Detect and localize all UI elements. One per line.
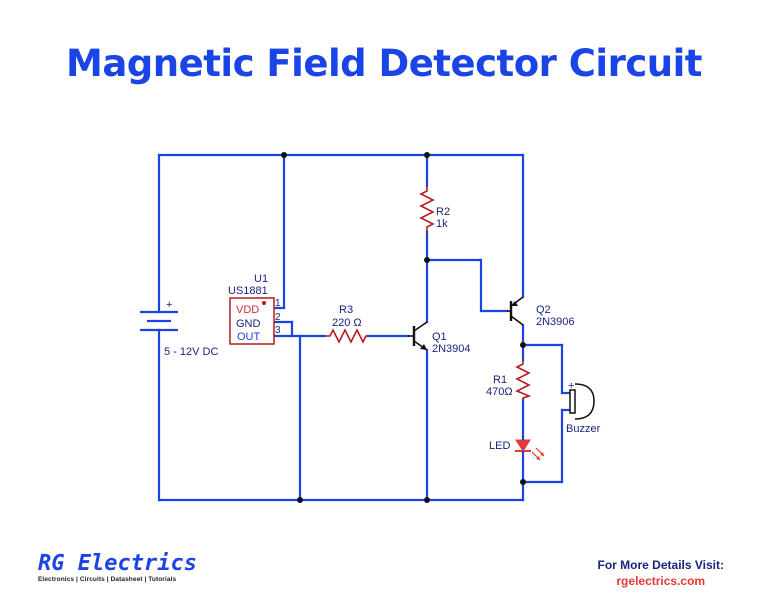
page-title: Magnetic Field Detector Circuit	[66, 42, 702, 85]
buzzer-label: Buzzer	[566, 423, 601, 435]
battery-label: 5 - 12V DC	[164, 346, 218, 358]
q2-part: 2N3906	[536, 316, 575, 328]
r3-designator: R3	[339, 304, 353, 316]
u1-pin1-num: 1	[275, 298, 281, 309]
u1-pin-out: OUT	[237, 331, 261, 343]
r3-value: 220 Ω	[332, 317, 362, 329]
led	[515, 437, 545, 462]
buzzer	[569, 383, 595, 420]
r3-resistor	[325, 328, 368, 344]
u1-pin3-num: 3	[275, 325, 281, 336]
visit-info: For More Details Visit: rgelectrics.com	[598, 558, 724, 588]
buzzer-polarity: +	[568, 380, 574, 392]
wires	[157, 153, 572, 502]
q2-designator: Q2	[536, 304, 551, 316]
brand-logo: RG Electrics Electronics | Circuits | Da…	[38, 551, 197, 584]
visit-label: For More Details Visit:	[597, 558, 724, 572]
q1-designator: Q1	[432, 331, 447, 343]
u1-body	[229, 297, 275, 345]
brand-name: RG Electrics	[38, 551, 197, 576]
brand-tagline: Electronics | Circuits | Datasheet | Tut…	[38, 576, 177, 583]
junctions	[281, 152, 526, 503]
q2-transistor	[507, 296, 524, 326]
r1-value: 470Ω	[486, 386, 513, 398]
visit-url-link[interactable]: rgelectrics.com	[616, 574, 706, 588]
u1-pin-vdd: VDD	[236, 304, 259, 316]
q1-part: 2N3904	[432, 343, 471, 355]
u1-pin-gnd: GND	[236, 318, 261, 330]
battery	[140, 310, 178, 332]
u1-part: US1881	[228, 285, 268, 297]
r2-designator: R2	[436, 206, 450, 218]
r2-value: 1k	[436, 218, 448, 230]
battery-polarity: +	[166, 299, 172, 311]
led-label: LED	[489, 440, 510, 452]
r1-designator: R1	[493, 374, 507, 386]
r2-resistor	[419, 186, 435, 232]
u1-pin2-num: 2	[275, 312, 281, 323]
u1-designator: U1	[254, 273, 268, 285]
r1-resistor	[515, 360, 532, 400]
